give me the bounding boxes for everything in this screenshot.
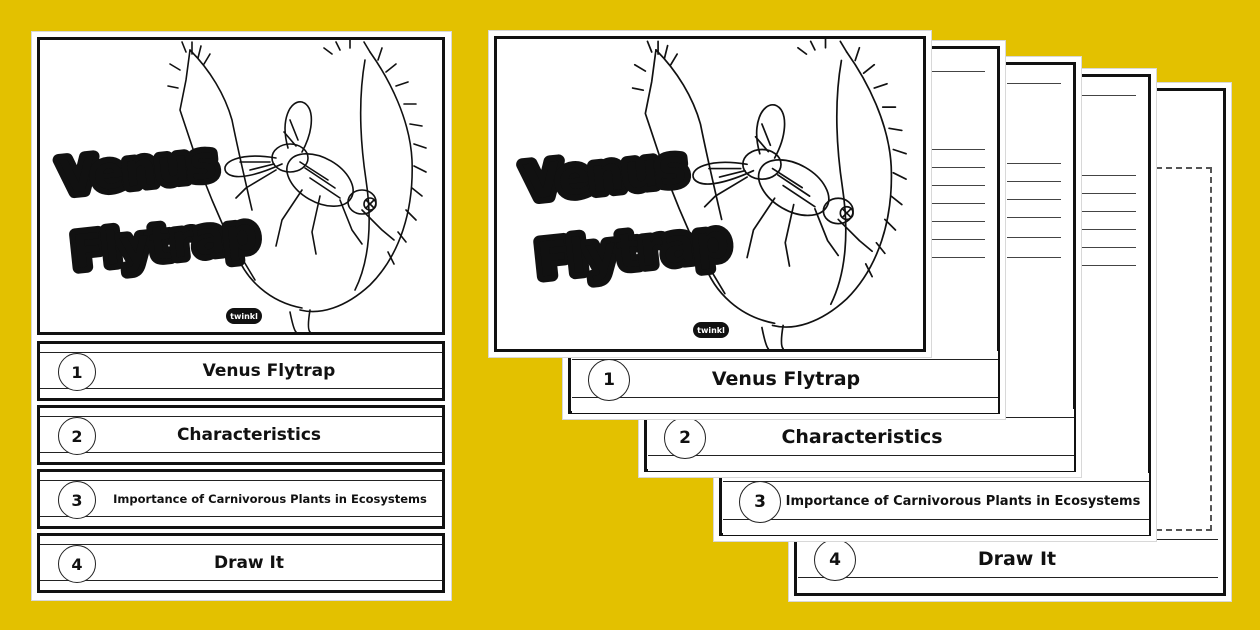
drawing-box <box>1156 167 1212 531</box>
section-number-4: 4 <box>58 545 96 583</box>
page-importance-label: Importance of Carnivorous Plants in Ecos… <box>785 493 1141 509</box>
page-characteristics-number: 2 <box>664 417 706 459</box>
cover-title-art: Venus Venus Flytrap Flytrap <box>51 128 266 280</box>
twinkl-logo: twinkl <box>226 308 262 324</box>
venus-flytrap-illustration <box>167 40 427 332</box>
section-label-4: Draw It <box>213 553 285 573</box>
right-cover-page: Venus Venus Flytrap Flytrap twinkl <box>494 36 926 352</box>
section-tab-3[interactable]: 3 Importance of Carnivorous Plants in Ec… <box>37 469 445 529</box>
section-number-3: 3 <box>58 481 96 519</box>
section-number-1: 1 <box>58 353 96 391</box>
section-number-2: 2 <box>58 417 96 455</box>
page-draw-it-label: Draw It <box>977 548 1057 570</box>
twinkl-logo-right: twinkl <box>693 322 729 338</box>
section-tab-2[interactable]: 2 Characteristics <box>37 405 445 465</box>
cover-page: Venus Venus Flytrap Flytrap twinkl <box>37 37 445 335</box>
right-cover-title-line2: Flytrap <box>534 214 732 289</box>
page-venus-flytrap-label: Venus Flytrap <box>711 368 861 390</box>
page-importance-tab[interactable]: 3 Importance of Carnivorous Plants in Ec… <box>723 473 1149 535</box>
page-venus-flytrap-number: 1 <box>588 359 630 401</box>
right-cover-title-line1: Venus <box>521 139 689 211</box>
right-cover-sheet: Venus Venus Flytrap Flytrap twinkl <box>488 30 932 358</box>
section-tab-1[interactable]: 1 Venus Flytrap <box>37 341 445 401</box>
cover-title-line1: Venus <box>57 134 219 204</box>
cover-title-line2: Flytrap <box>70 206 260 279</box>
left-booklet: Venus Venus Flytrap Flytrap twinkl 1 Ven… <box>31 31 452 601</box>
page-venus-flytrap-tab[interactable]: 1 Venus Flytrap <box>572 351 998 413</box>
section-label-3: Importance of Carnivorous Plants in Ecos… <box>113 492 427 506</box>
section-label-2: Characteristics <box>176 425 322 445</box>
page-draw-it-number: 4 <box>814 539 856 581</box>
venus-flytrap-illustration-right <box>631 39 907 349</box>
right-cover-title-art: Venus Venus Flytrap Flytrap <box>515 133 738 291</box>
section-tab-4[interactable]: 4 Draw It <box>37 533 445 593</box>
section-label-1: Venus Flytrap <box>202 361 336 381</box>
page-importance-number: 3 <box>739 481 781 523</box>
page-characteristics-label: Characteristics <box>781 426 943 448</box>
